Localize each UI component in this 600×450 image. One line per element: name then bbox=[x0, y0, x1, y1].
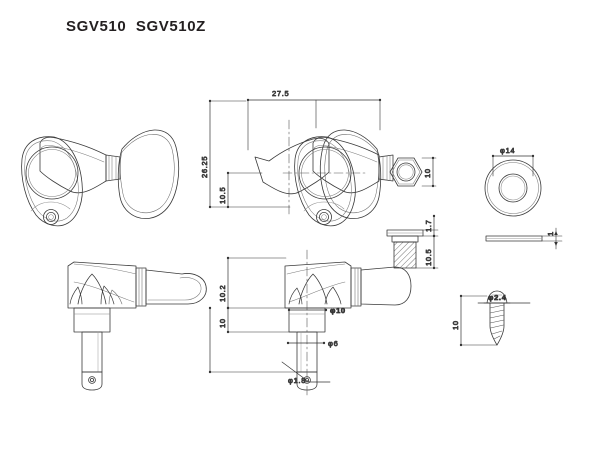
dimension-label-overall-height: 26.25 bbox=[200, 156, 209, 178]
view-top-left-tuner bbox=[21, 129, 179, 227]
dimension-phi6: φ6 bbox=[286, 339, 338, 348]
dimension-label-post-diameter: φ6 bbox=[328, 339, 338, 348]
dimension-label-washer-od: φ14 bbox=[500, 146, 515, 155]
dimension-label-post-height: 10 bbox=[218, 318, 227, 328]
dimension-phi14: φ14 bbox=[491, 146, 535, 177]
dimension-10-5-top: 10.5 bbox=[218, 171, 263, 209]
dimension-10-2: 10.2 bbox=[218, 256, 291, 310]
dimension-label-washer-thickness: 1 bbox=[546, 231, 555, 236]
dimension-label-screw-length: 10 bbox=[451, 320, 460, 330]
view-hex-nut bbox=[389, 157, 423, 187]
view-bottom-left-tuner bbox=[67, 261, 207, 391]
dimension-label-hex-across-flats: 10 bbox=[423, 168, 432, 178]
view-washer-face bbox=[484, 159, 542, 217]
dimension-26-25: 26.25 bbox=[200, 99, 291, 209]
dimension-label-post-offset: 10.5 bbox=[218, 187, 227, 204]
dimension-label-overall-length: 27.5 bbox=[272, 89, 289, 98]
dimension-hex-10: 10 bbox=[421, 156, 437, 188]
dimension-phi1-8: φ1.8 bbox=[281, 361, 331, 385]
dimension-10-post: 10 bbox=[218, 306, 297, 334]
dimension-label-string-hole: φ1.8 bbox=[288, 376, 306, 385]
dimension-screw-10: 10 bbox=[451, 294, 498, 347]
dimension-washer-thickness: 1 bbox=[541, 227, 563, 250]
dimension-27-5: 27.5 bbox=[246, 89, 382, 151]
dimension-bushing: 1.7 10.5 bbox=[415, 214, 439, 270]
view-washer-edge bbox=[485, 235, 543, 242]
view-top-center-tuner bbox=[254, 129, 394, 227]
dimension-label-flange-thickness: 1.7 bbox=[424, 219, 433, 232]
view-bushing bbox=[386, 229, 424, 269]
center-lines-top-center bbox=[282, 119, 369, 217]
dimension-phi2-4: φ2.4 bbox=[477, 293, 531, 304]
dimension-outer-extension bbox=[208, 306, 301, 374]
dimension-label-screw-head-diameter: φ2.4 bbox=[488, 293, 507, 302]
page-title: SGV510 SGV510Z bbox=[66, 18, 206, 35]
dimension-label-bushing-length: 10.5 bbox=[424, 249, 433, 266]
dimension-label-height-to-base: 10.2 bbox=[218, 285, 227, 302]
view-bottom-center-tuner bbox=[284, 261, 412, 391]
dimension-phi10: φ10 bbox=[287, 306, 346, 315]
dimension-label-housing-diameter: φ10 bbox=[330, 306, 346, 315]
